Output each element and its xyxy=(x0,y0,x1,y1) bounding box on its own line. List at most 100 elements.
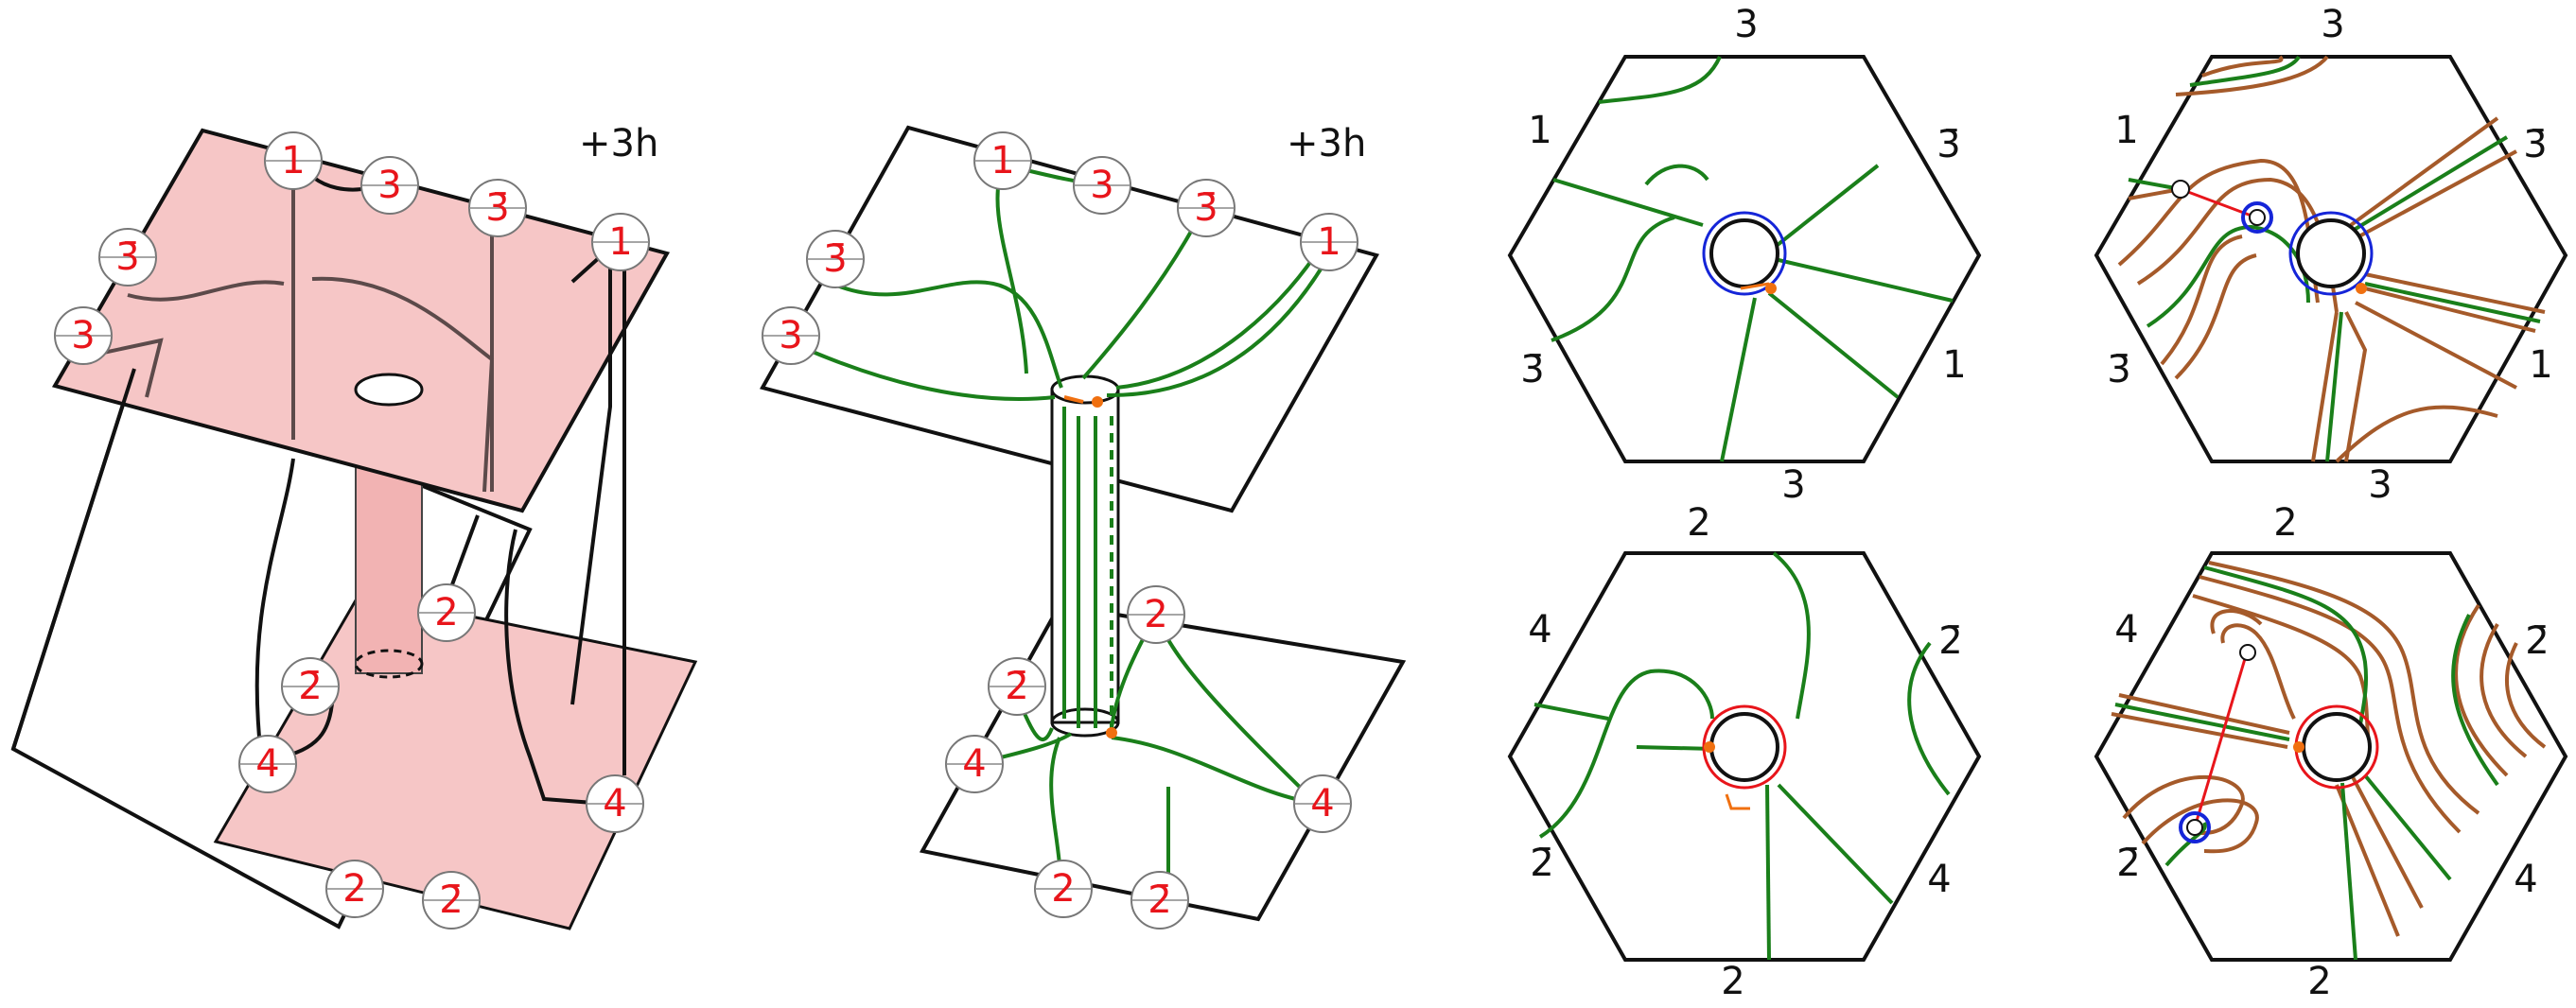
ball-a-4-right: 4 xyxy=(586,774,644,833)
ball-b-2bar-upper: 2̄ xyxy=(988,657,1046,716)
hex-edge-label-top: 2 xyxy=(2273,501,2297,545)
blue-small-circle xyxy=(2179,811,2211,843)
hex-edge-label-upper-left: 1 xyxy=(1528,109,1551,152)
svg-text:2: 2 xyxy=(1051,867,1075,911)
hex-edge-label-upper-left: 4 xyxy=(1528,608,1551,652)
orange-marker xyxy=(2356,283,2367,294)
panel-a-pink-surfaces: 1 3 3̄ 1 3̄ 3 2 2̄ 4 4 2 2̄ +3h xyxy=(10,122,698,930)
panel-a-tube-top xyxy=(354,373,424,407)
hex-edge-label-lower-right: 1 xyxy=(2529,343,2552,387)
hex-edge-label-upper-right: 2̄ xyxy=(1938,619,1962,663)
ball-a-2bar-upper: 2̄ xyxy=(281,657,340,716)
ball-a-3bar-left: 3̄ xyxy=(98,228,157,287)
hexagon-green-curves xyxy=(1533,551,1951,961)
ball-a-2-bottom: 2 xyxy=(325,860,384,918)
panel-a-shift-label: +3h xyxy=(579,122,658,165)
ball-b-2-upper: 2 xyxy=(1127,585,1185,644)
panel-b-shift-label: +3h xyxy=(1287,122,1366,165)
svg-text:4: 4 xyxy=(255,742,279,786)
hex-edge-label-upper-left: 1 xyxy=(2114,109,2138,152)
svg-text:4: 4 xyxy=(603,782,626,826)
hexagon-top-left: 3 3̄ 1 3 3̄ 1 xyxy=(1507,3,1982,507)
ball-a-1-right: 1 xyxy=(591,213,650,271)
ball-a-2-upper: 2 xyxy=(417,583,476,642)
panel-b-upper-balls: 1 3 3̄ 1 3̄ 3 xyxy=(762,131,1358,365)
orange-marker xyxy=(1704,741,1715,753)
hexagon-brown-curves xyxy=(2111,561,2547,937)
panel-a-strands xyxy=(94,180,495,493)
red-connector xyxy=(2193,652,2249,828)
svg-text:3: 3 xyxy=(1090,164,1113,207)
hexagon-green-curves xyxy=(2114,565,2499,961)
panel-a-lower-balls: 2 2̄ 4 4 2 2̄ xyxy=(238,583,644,930)
hexagon-inner-circle xyxy=(2296,218,2366,288)
orange-marker xyxy=(1765,283,1777,294)
hexagon-inner-circle xyxy=(1709,218,1779,288)
hex-edge-label-bottom: 2 xyxy=(2307,960,2331,1003)
svg-text:3: 3 xyxy=(71,314,95,357)
svg-text:2: 2 xyxy=(1144,593,1167,636)
svg-text:4: 4 xyxy=(962,742,986,786)
panel-b-tube-top xyxy=(1050,374,1120,405)
blue-small-circle xyxy=(2241,201,2273,234)
ball-b-2bar-bottom: 2̄ xyxy=(1130,871,1189,930)
ball-b-3bar-left: 3̄ xyxy=(806,230,865,288)
hexagon-inner-circle xyxy=(1709,712,1779,782)
hexagon-brown-curves xyxy=(2117,55,2546,463)
hex-edge-label-upper-right: 2̄ xyxy=(2525,619,2549,663)
svg-text:1: 1 xyxy=(990,139,1014,182)
svg-text:3̄: 3̄ xyxy=(115,235,139,279)
ball-b-1-right: 1 xyxy=(1300,213,1358,271)
hex-edge-label-top: 2 xyxy=(1687,501,1710,545)
svg-text:3: 3 xyxy=(377,164,401,207)
svg-text:4: 4 xyxy=(1310,782,1334,826)
hex-edge-label-bottom: 3 xyxy=(1781,463,1805,507)
ball-a-3: 3 xyxy=(360,156,419,215)
hexagon-outline xyxy=(2094,55,2568,463)
orange-marker xyxy=(2293,741,2304,753)
x-node-right xyxy=(2249,209,2266,226)
hexagon-outline xyxy=(2094,551,2568,962)
hex-edge-label-upper-left: 4 xyxy=(2114,608,2138,652)
ball-b-4-right: 4 xyxy=(1293,774,1352,833)
hex-edge-label-upper-right: 3̄ xyxy=(1936,123,1960,166)
panel-b-lower-balls: 2 2̄ 4 4 2 2̄ xyxy=(945,585,1352,930)
svg-text:3̄: 3̄ xyxy=(823,237,847,281)
panel-b-surfaces: 1 3 3̄ 1 3̄ 3 2 2̄ 4 4 2 2̄ +3h xyxy=(759,122,1407,930)
hex-edge-label-lower-left: 3̄ xyxy=(1520,348,1544,391)
ball-a-3bar-right: 3̄ xyxy=(468,179,527,237)
panel-b-orange-markers xyxy=(1063,395,1117,739)
hex-edge-label-lower-right: 4 xyxy=(2514,858,2537,901)
ball-a-3-left: 3 xyxy=(54,306,113,365)
panel-a-upper-balls: 1 3 3̄ 1 3̄ 3 xyxy=(54,131,650,365)
svg-text:1: 1 xyxy=(608,220,632,264)
hexagon-outline xyxy=(1507,55,1982,463)
ball-a-4-left: 4 xyxy=(238,735,297,793)
ball-a-2bar-bottom: 2̄ xyxy=(422,871,481,930)
svg-text:1: 1 xyxy=(1317,220,1341,264)
svg-text:2̄: 2̄ xyxy=(298,665,322,708)
hex-edge-label-bottom: 2 xyxy=(1721,960,1744,1003)
svg-text:2̄: 2̄ xyxy=(439,878,463,922)
svg-text:3: 3 xyxy=(779,314,802,357)
ball-b-3-left: 3 xyxy=(762,306,820,365)
svg-text:3̄: 3̄ xyxy=(1194,186,1218,230)
blue-circle xyxy=(2288,211,2374,296)
svg-text:2: 2 xyxy=(434,591,458,634)
hex-edge-label-upper-right: 3̄ xyxy=(2523,123,2547,166)
hexagon-bottom-right: 2 2̄ 4 2 2̄ 4 xyxy=(2094,501,2568,1003)
svg-text:3̄: 3̄ xyxy=(485,186,509,230)
hex-edge-label-lower-left: 2̄ xyxy=(1530,842,1553,885)
hexagon-bottom-left: 2 2̄ 4 2 2̄ 4 xyxy=(1507,501,1982,1003)
ball-b-3bar-right: 3̄ xyxy=(1177,179,1235,237)
svg-text:2̄: 2̄ xyxy=(1148,878,1171,922)
svg-text:1: 1 xyxy=(281,139,305,182)
panel-b-tube xyxy=(1050,388,1120,724)
hex-edge-label-lower-right: 4 xyxy=(1927,858,1951,901)
hex-edge-label-bottom: 3 xyxy=(2368,463,2392,507)
ball-a-1: 1 xyxy=(264,131,323,190)
svg-text:2̄: 2̄ xyxy=(1005,665,1028,708)
hex-edge-label-top: 3 xyxy=(1734,3,1758,46)
c-node-upper xyxy=(2239,644,2256,661)
